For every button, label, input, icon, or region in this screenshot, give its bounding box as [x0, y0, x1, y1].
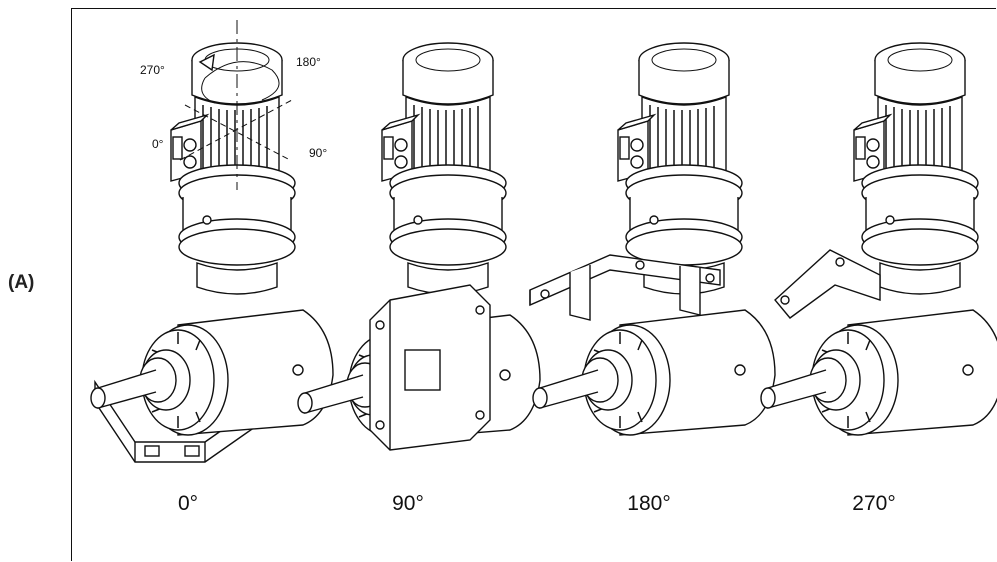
- side-bracket-270: [774, 249, 881, 319]
- caption-90deg: 90°: [392, 492, 424, 515]
- gearmotor-180deg: [529, 42, 776, 436]
- rotation-label-90: 90°: [309, 146, 327, 160]
- caption-0deg: 0°: [178, 492, 198, 515]
- rotation-label-270: 270°: [140, 63, 165, 77]
- gearmotor-270deg: [760, 42, 997, 436]
- rotation-label-180: 180°: [296, 55, 321, 69]
- caption-180deg: 180°: [627, 492, 670, 515]
- rotation-indicator: 270° 180° 0° 90°: [140, 20, 327, 190]
- rotation-label-0: 0°: [152, 137, 164, 151]
- panel-label: (A): [8, 272, 35, 293]
- caption-270deg: 270°: [852, 492, 895, 515]
- figure-frame: [71, 8, 996, 561]
- gearmotor-0deg: [90, 42, 334, 463]
- gearmotor-90deg: [297, 42, 541, 451]
